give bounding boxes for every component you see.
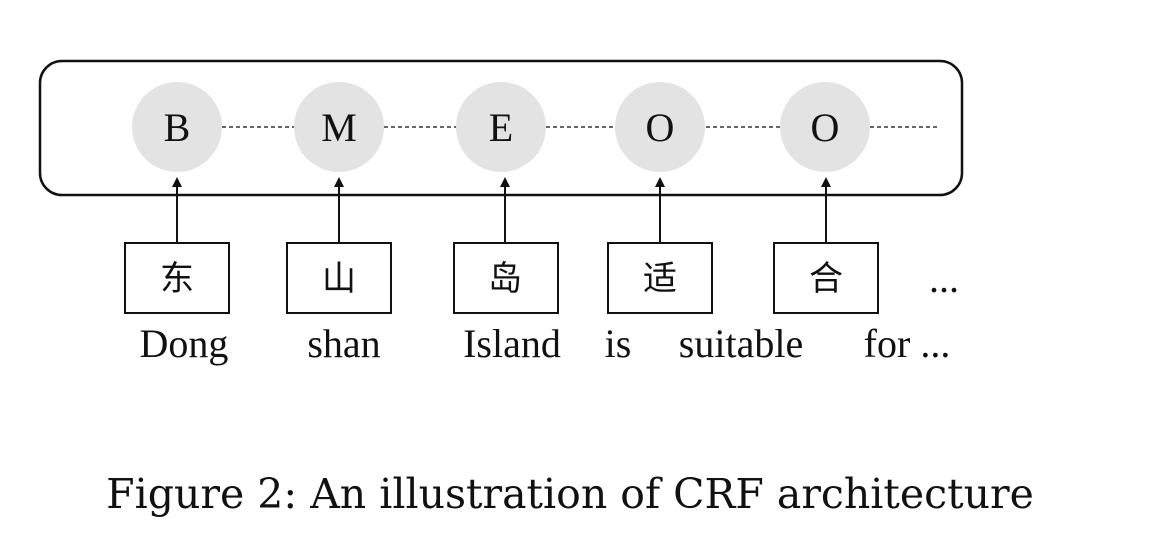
char-box-frame	[773, 242, 879, 314]
word-label: Island	[463, 321, 561, 366]
char-box: 山	[286, 242, 392, 314]
tag-label: O	[646, 105, 675, 150]
char-box-frame	[286, 242, 392, 314]
char-ellipsis: ...	[929, 256, 959, 301]
tag-node: B	[132, 82, 222, 172]
char-label: 适	[643, 259, 677, 299]
word-label: suitable	[679, 321, 803, 366]
char-label: 山	[322, 259, 356, 299]
tag-label: E	[489, 105, 513, 150]
figure-caption: Figure 2: An illustration of CRF archite…	[106, 470, 1034, 518]
word-label: Dong	[140, 321, 229, 366]
char-box: 东	[124, 242, 230, 314]
word-label: shan	[307, 321, 380, 366]
emission-arrows	[172, 177, 831, 243]
word-label: is	[605, 321, 632, 366]
char-label: 东	[160, 259, 194, 299]
char-box-frame	[124, 242, 230, 314]
char-box-frame	[607, 242, 713, 314]
word-label: for ...	[864, 321, 951, 366]
tag-node-circle	[132, 82, 222, 172]
char-box-frame	[453, 242, 559, 314]
char-box: 适	[607, 242, 713, 314]
char-box: 合	[773, 242, 879, 314]
tag-label: B	[164, 105, 191, 150]
tag-node: O	[615, 82, 705, 172]
char-box: 岛	[453, 242, 559, 314]
tag-node: E	[456, 82, 546, 172]
word-labels: Dong shan Island is suitable for ...	[140, 321, 951, 366]
tag-label: O	[811, 105, 840, 150]
char-label: 岛	[488, 259, 522, 299]
tag-node-circle	[615, 82, 705, 172]
tag-label: M	[321, 105, 357, 150]
tag-node-circle	[456, 82, 546, 172]
tag-node-circle	[294, 82, 384, 172]
char-label: 合	[809, 259, 843, 299]
crf-layer-box	[38, 59, 964, 197]
tag-node: M	[294, 82, 384, 172]
tag-node: O	[780, 82, 870, 172]
tag-node-circle	[780, 82, 870, 172]
